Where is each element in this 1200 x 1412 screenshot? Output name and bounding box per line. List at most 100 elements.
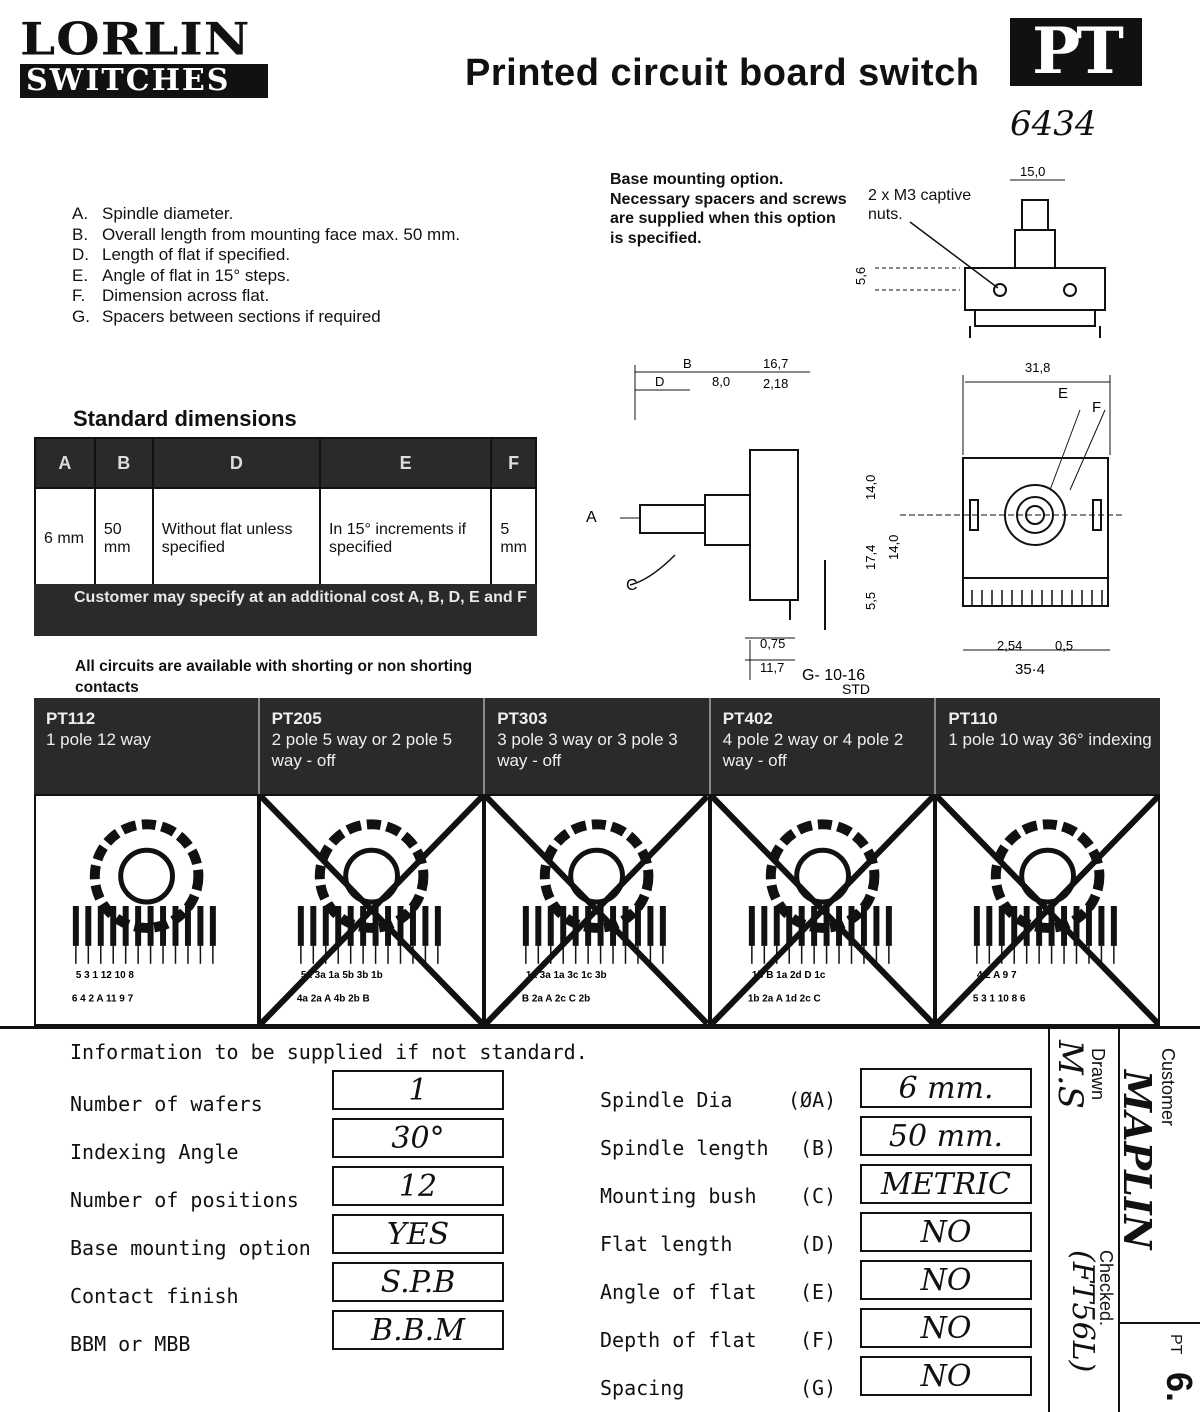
dim-5-6: 5,6	[853, 267, 868, 285]
legend-row: F. Dimension across flat.	[72, 286, 460, 307]
legend-key: G.	[72, 306, 90, 326]
table-cell: 5 mm	[490, 487, 537, 591]
dim-16-7: 16,7	[763, 356, 788, 371]
legend-key: D.	[72, 245, 89, 264]
dim-14-0-b: 14,0	[886, 535, 901, 560]
legend-row: D. Length of flat if specified.	[72, 245, 460, 266]
pin-labels-bottom: 1b 2a A 1d 2c C	[747, 994, 820, 1005]
base-mounting-value: YES	[332, 1214, 504, 1254]
legend-text: Dimension across flat.	[102, 286, 270, 305]
cross-out-mark	[259, 794, 485, 1026]
circuit-diagram-cell: 5a 3a 1a 5b 3b 1b 4a 2a A 4b 2b B	[259, 794, 485, 1026]
spindle-dia-value: 6 mm.	[860, 1068, 1032, 1108]
column-header: A	[34, 437, 96, 489]
dim-14-0-a: 14,0	[863, 475, 878, 500]
base-mount-view	[875, 179, 1106, 338]
label-a: A	[586, 509, 597, 526]
pin-labels-top: 5 3 1 12 10 8	[76, 970, 135, 981]
dim-g-std: G- 10-16	[802, 667, 865, 684]
circuit-code: PT402	[722, 709, 773, 728]
mounting-bush-value: METRIC	[860, 1164, 1032, 1204]
legend-key: B.	[72, 224, 89, 244]
drawn-label: Drawn	[1088, 1048, 1108, 1101]
pin-labels-bottom: 5 3 1 10 8 6	[973, 994, 1026, 1005]
legend-key: F.	[72, 286, 86, 305]
field-label: Spindle length	[600, 1136, 769, 1160]
field-code: (E)	[800, 1280, 837, 1304]
standard-dimensions-table: A B D E F 6 mm 50 mm Without flat unless…	[34, 437, 537, 591]
circuit-desc: 2 pole 5 way or 2 pole 5 way - off	[271, 730, 453, 770]
wafer-diagram: 1a 3a 1a 3c 1c 3bB 2a A 2c C 2b	[484, 794, 710, 1026]
legend-key: A.	[72, 204, 89, 223]
field-code: (ØA)	[788, 1088, 837, 1112]
pin-labels-bottom: 4a 2a A 4b 2b B	[297, 994, 370, 1005]
logo-top-text: LORLIN	[20, 12, 251, 66]
field-label: Mounting bush	[600, 1184, 757, 1208]
legend-key: E.	[72, 265, 89, 285]
series-mark: PT	[1010, 18, 1142, 86]
dim-8-0: 8,0	[712, 374, 730, 389]
field-label: Angle of flat	[600, 1280, 757, 1304]
table-cell: 50 mm	[93, 487, 154, 591]
dim-5-5: 5,5	[863, 592, 878, 610]
pin-labels-top: 4 2 A 9 7	[977, 970, 1017, 981]
circuit-code: PT205	[271, 709, 322, 728]
circuit-diagram-cell: 4 2 A 9 7 5 3 1 10 8 6	[934, 794, 1161, 1026]
dim-2-54: 2,54	[997, 638, 1022, 653]
field-code: (C)	[800, 1184, 837, 1208]
legend-row: B.Overall length from mounting face max.…	[72, 225, 460, 246]
wafer-diagram: 4 2 A 9 7 5 3 1 10 8 6	[934, 794, 1161, 1026]
circuit-desc: 1 pole 10 way 36° indexing	[948, 730, 1152, 749]
customer-value: MAPLIN	[1115, 1070, 1160, 1250]
base-mounting-note: Base mounting option. Necessary spacers …	[610, 171, 847, 247]
technical-drawing: 15,0 5,6 B D 8,0 16,7 2,18 A C 14,0 17,4…	[586, 164, 1125, 697]
table-header-row: A B D E F	[34, 437, 537, 489]
standard-dimensions-title: Standard dimensions	[73, 406, 297, 431]
wafers-value: 1	[332, 1070, 504, 1110]
legend-row: G. Spacers between sections if required	[72, 307, 460, 328]
field-label: Flat length	[600, 1232, 733, 1256]
circuit-code: PT303	[497, 709, 548, 728]
table-cell: 6 mm	[34, 487, 96, 591]
std-label: STD	[842, 681, 870, 697]
table-cell: Without flat unless specified	[151, 487, 321, 591]
column-header: E	[318, 437, 493, 489]
field-code: (F)	[800, 1328, 837, 1352]
pin-labels-top: 5a 3a 1a 5b 3b 1b	[301, 970, 383, 981]
legend-text: Length of flat if specified.	[102, 245, 291, 264]
handwritten-number: 6434	[1010, 104, 1097, 144]
field-label: Spacing	[600, 1376, 685, 1400]
cross-out-mark	[484, 794, 710, 1026]
column-header: B	[93, 437, 154, 489]
dim-11-7: 11,7	[760, 660, 784, 675]
dimension-legend: A.Spindle diameter. B.Overall length fro…	[72, 204, 460, 327]
dim-0-75: 0,75	[760, 636, 785, 651]
column-header: D	[151, 437, 321, 489]
angle-of-flat-value: NO	[860, 1260, 1032, 1300]
positions-value: 12	[332, 1166, 504, 1206]
front-view	[900, 375, 1125, 651]
field-label: Indexing Angle	[70, 1140, 239, 1164]
label-f: F	[1092, 399, 1101, 416]
field-label: BBM or MBB	[70, 1332, 191, 1356]
circuit-code: PT110	[948, 709, 998, 728]
dim-0-5: 0,5	[1055, 638, 1073, 653]
legend-text: Spacers between sections if required	[102, 306, 381, 326]
contact-finish-value: S.P.B	[332, 1262, 504, 1302]
legend-row: E. Angle of flat in 15° steps.	[72, 266, 460, 287]
custom-dimensions-footnote: Customer may specify at an additional co…	[34, 584, 537, 636]
spindle-length-value: 50 mm.	[860, 1116, 1032, 1156]
field-label: Spindle Dia	[600, 1088, 733, 1112]
side-view	[620, 365, 826, 680]
label-e: E	[1058, 385, 1068, 402]
legend-text: Angle of flat in 15° steps.	[102, 265, 291, 285]
pin-labels-bottom: B 2a A 2c C 2b	[522, 994, 590, 1005]
dim-2-18: 2,18	[763, 376, 788, 391]
